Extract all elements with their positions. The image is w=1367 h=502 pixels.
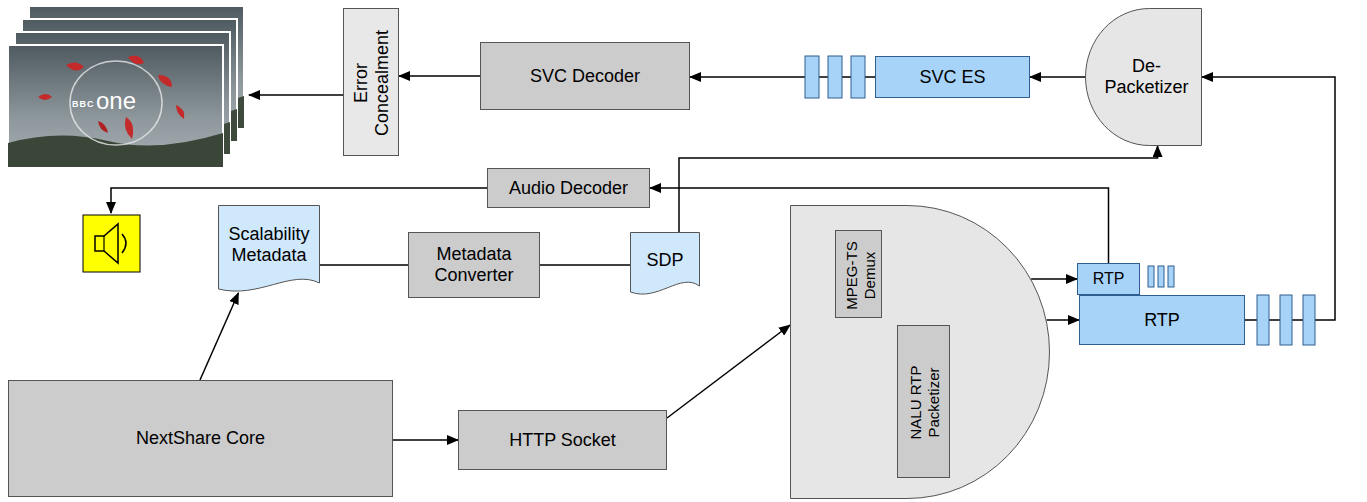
connector-line bbox=[540, 264, 630, 266]
process-box: Metadata Converter bbox=[408, 232, 540, 298]
connector-arrow bbox=[1031, 278, 1077, 280]
queue-bar bbox=[1257, 295, 1269, 345]
node-text-block: HTTP Socket bbox=[459, 411, 666, 469]
red-kite bbox=[98, 121, 108, 133]
document-shape: SDP bbox=[630, 232, 700, 298]
channel-logo: BBC bbox=[72, 100, 95, 109]
red-kite bbox=[125, 117, 133, 139]
frame-ground bbox=[8, 133, 223, 167]
node-label: Scalability Metadata bbox=[226, 224, 312, 265]
node-outline-path bbox=[631, 233, 700, 295]
process-box: Error Concealment bbox=[343, 8, 399, 156]
node-text-block: De- Packetizer bbox=[1085, 8, 1202, 146]
node-text-block: Audio Decoder bbox=[488, 169, 649, 207]
connector-arrow bbox=[667, 325, 790, 418]
queue-bar bbox=[851, 56, 865, 98]
frame-ring bbox=[70, 61, 162, 145]
process-box: Audio Decoder bbox=[487, 168, 650, 208]
speaker-wave bbox=[122, 234, 126, 253]
node-text-block: RTP bbox=[1080, 296, 1244, 344]
node-label: Error Concealment bbox=[351, 13, 392, 153]
process-box: MPEG-TS Demux bbox=[835, 230, 882, 318]
queue-bar bbox=[1148, 266, 1154, 287]
node-text-block: SDP bbox=[630, 232, 700, 298]
node-text-block: RTP bbox=[1078, 264, 1139, 294]
connector-arrow bbox=[690, 76, 875, 78]
node-label: MPEG-TS Demux bbox=[842, 235, 877, 315]
video-rtp-queue bbox=[1257, 295, 1315, 345]
speaker-background bbox=[83, 215, 140, 272]
red-kite bbox=[66, 62, 84, 70]
frame-image bbox=[8, 45, 223, 167]
node-text-block: Scalability Metadata bbox=[218, 205, 320, 295]
queue-bar bbox=[1168, 266, 1174, 287]
packetizer-shape: MPEG-TS DemuxNALU RTP Packetizer bbox=[790, 205, 1050, 499]
node-text-block: Error Concealment bbox=[344, 9, 400, 157]
node-outline-path bbox=[1086, 9, 1202, 146]
node-text-block: Metadata Converter bbox=[409, 233, 539, 297]
connector-arrow bbox=[200, 293, 238, 380]
stream-box: RTP bbox=[1077, 263, 1140, 295]
node-label: RTP bbox=[1144, 310, 1180, 331]
node-text-block: MPEG-TS Demux bbox=[836, 231, 883, 319]
node-label: Audio Decoder bbox=[509, 178, 628, 199]
process-box: NALU RTP Packetizer bbox=[897, 325, 950, 478]
red-kite bbox=[176, 105, 184, 119]
node-text-block: NextShare Core bbox=[9, 381, 392, 496]
node-text-block: NALU RTP Packetizer bbox=[898, 326, 951, 479]
connector-arrow bbox=[393, 439, 458, 441]
process-box: NextShare Core bbox=[8, 380, 393, 497]
document-shape: Scalability Metadata bbox=[218, 205, 320, 295]
speaker-icon bbox=[83, 215, 140, 272]
stream-box: RTP bbox=[1079, 295, 1245, 345]
node-label: HTTP Socket bbox=[509, 430, 616, 451]
svc-es-queue bbox=[805, 56, 865, 98]
connector-arrow bbox=[1202, 77, 1335, 320]
queue-bar bbox=[828, 56, 842, 98]
node-label: RTP bbox=[1093, 270, 1125, 288]
node-text-block: SVC ES bbox=[876, 57, 1029, 97]
queue-bar bbox=[1280, 295, 1292, 345]
stream-box: SVC ES bbox=[875, 56, 1030, 98]
queue-bar bbox=[1158, 266, 1164, 287]
process-box: HTTP Socket bbox=[458, 410, 667, 470]
connector-arrow bbox=[1030, 76, 1085, 78]
red-kite bbox=[128, 56, 144, 64]
node-label: SVC Decoder bbox=[530, 66, 640, 87]
node-label: NALU RTP Packetizer bbox=[907, 330, 942, 475]
depacketizer-shape: De- Packetizer bbox=[1085, 8, 1202, 146]
queue-bar bbox=[1303, 295, 1315, 345]
connector-arrow bbox=[1047, 319, 1079, 321]
speaker-cone bbox=[95, 224, 118, 263]
node-label: De- Packetizer bbox=[1099, 56, 1194, 97]
node-label: Metadata Converter bbox=[417, 244, 531, 285]
node-text-block: SVC Decoder bbox=[481, 43, 689, 109]
red-kite bbox=[158, 75, 172, 87]
node-outline-path bbox=[791, 206, 1050, 499]
node-outline-path bbox=[219, 206, 320, 292]
speaker-line bbox=[103, 236, 104, 251]
node-label: NextShare Core bbox=[136, 428, 265, 449]
audio-rtp-queue bbox=[1148, 266, 1174, 287]
node-label: SDP bbox=[646, 250, 683, 271]
process-box: SVC Decoder bbox=[480, 42, 690, 110]
video-frames bbox=[8, 6, 244, 167]
video-frame bbox=[8, 45, 223, 167]
connector-arrow bbox=[399, 75, 480, 77]
queue-bar bbox=[805, 56, 819, 98]
node-label: SVC ES bbox=[919, 67, 985, 88]
output-arrow bbox=[249, 94, 343, 96]
red-kite bbox=[38, 94, 52, 100]
channel-name: one bbox=[96, 89, 136, 113]
connector-line bbox=[320, 264, 408, 266]
